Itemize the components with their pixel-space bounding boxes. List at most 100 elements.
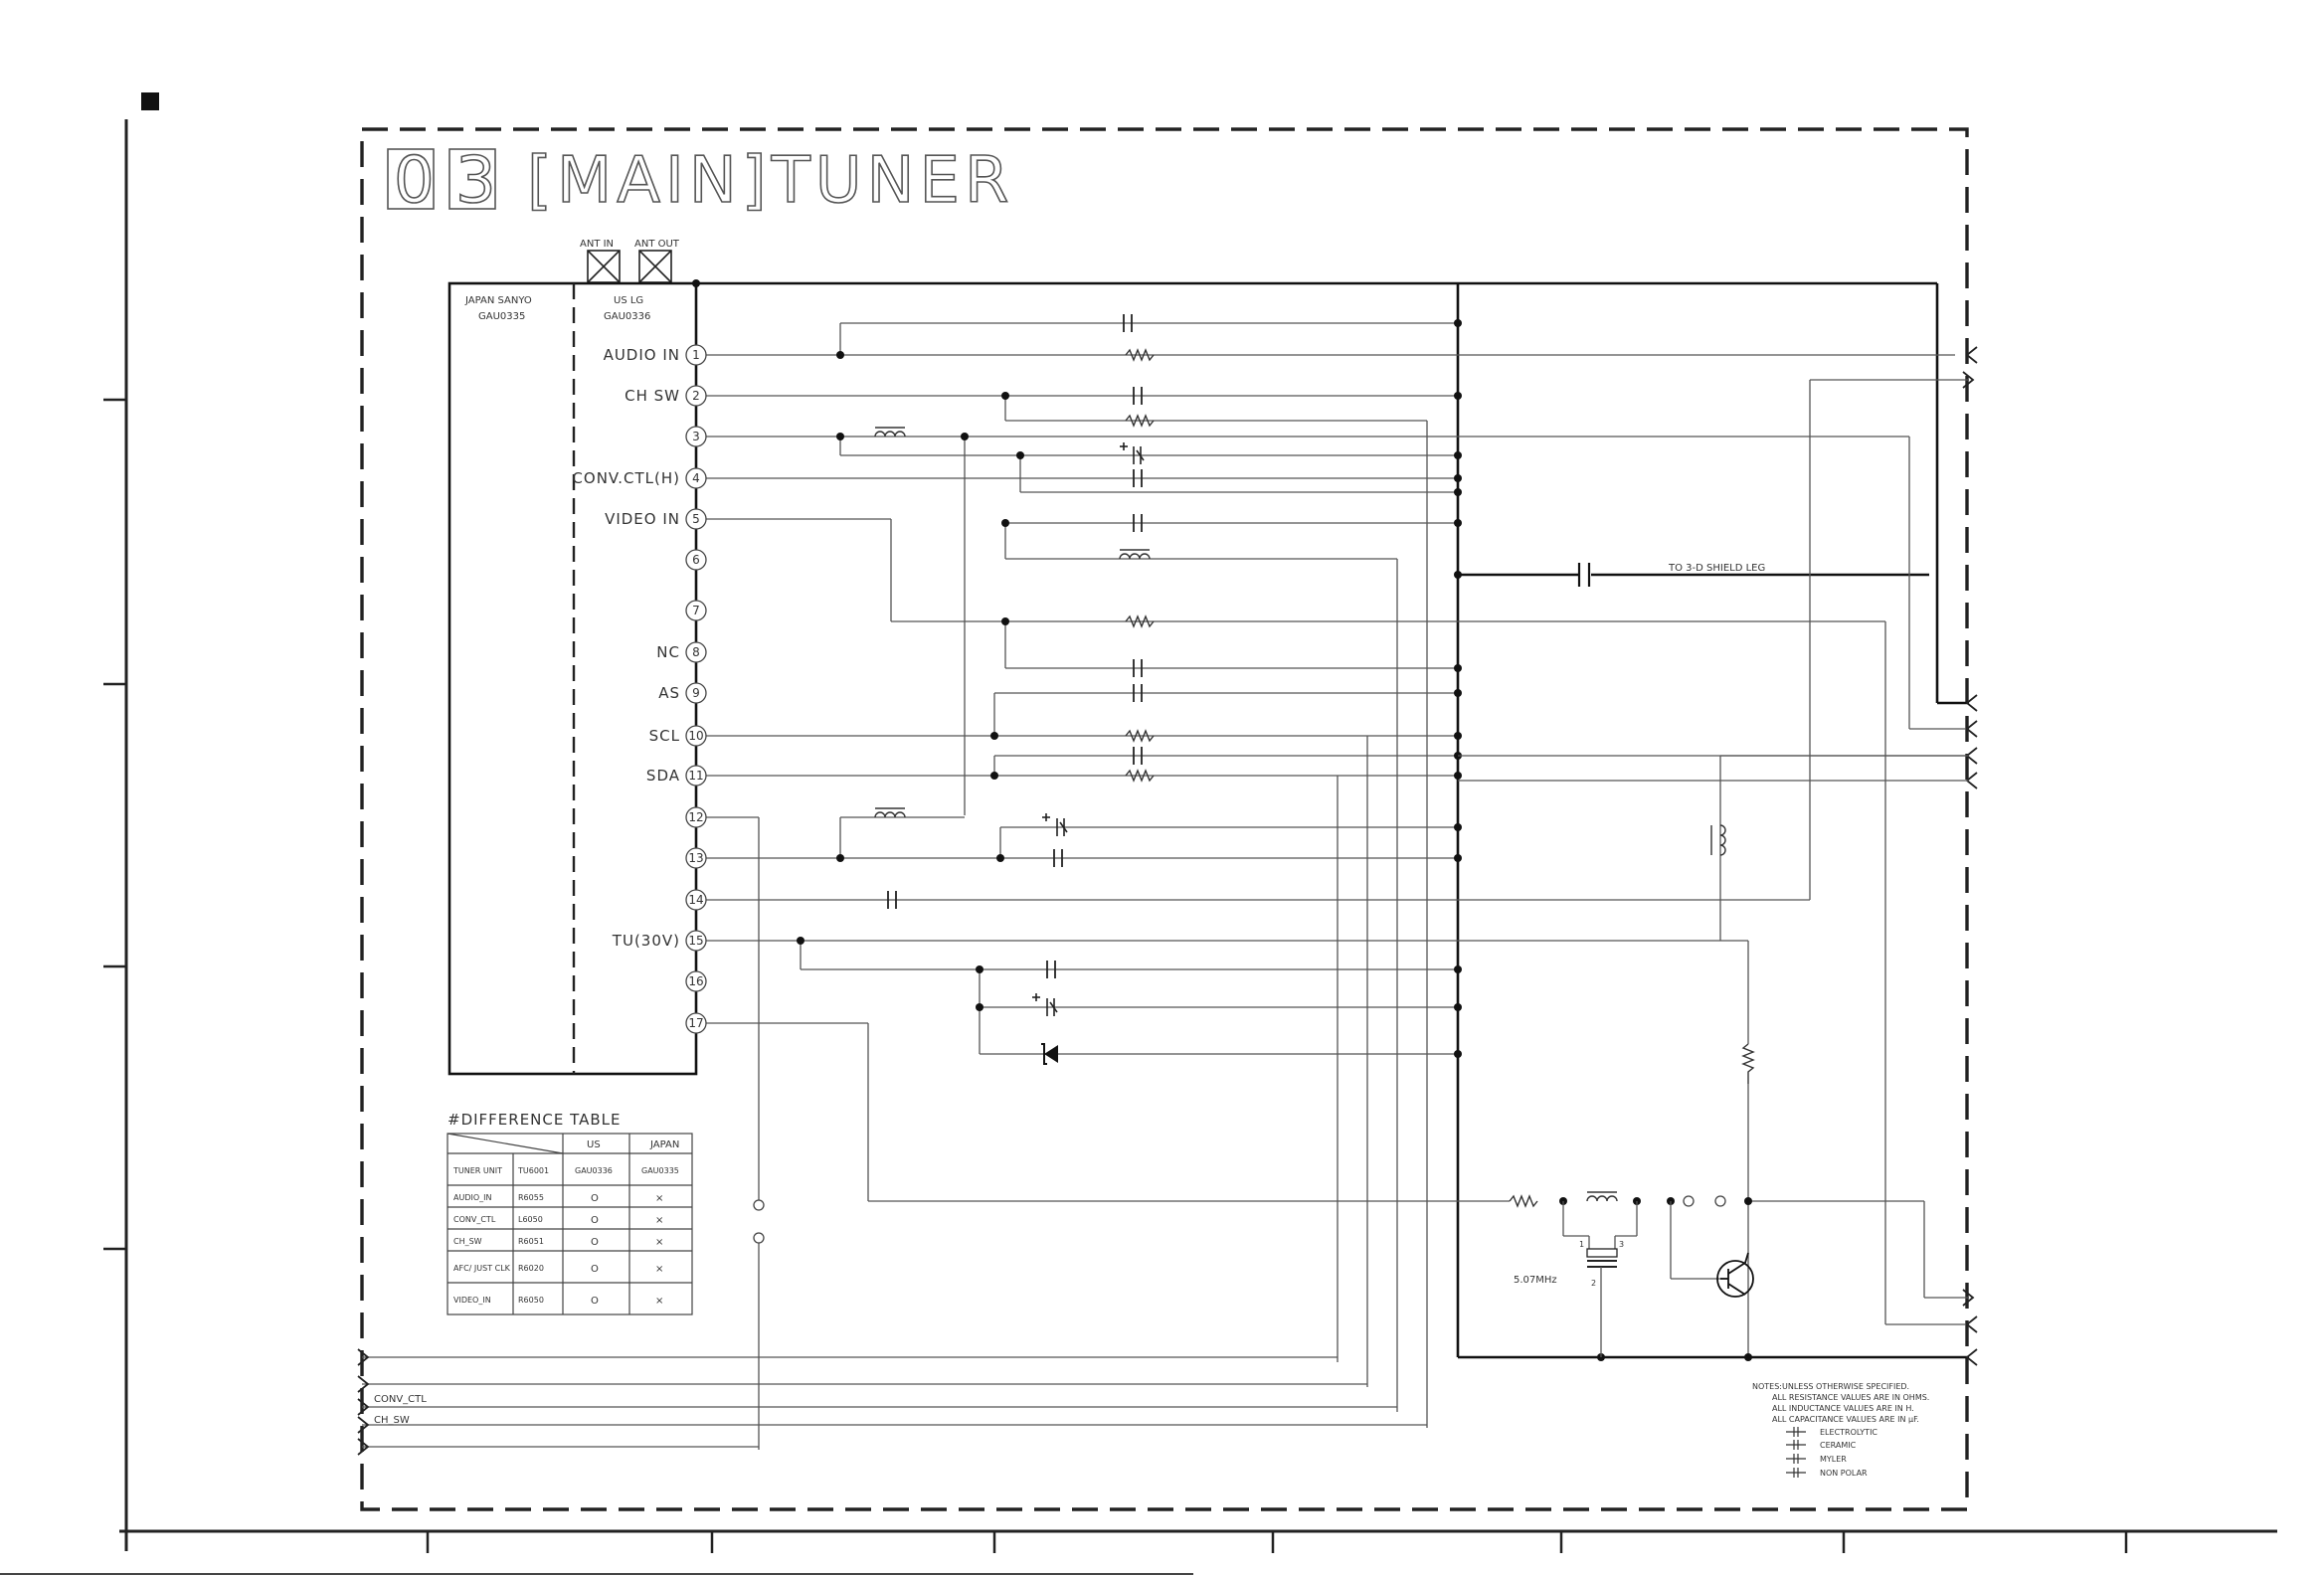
svg-text:5: 5 xyxy=(692,512,700,526)
tuner-us-label: US LG xyxy=(614,295,643,306)
legend-ceramic: CERAMIC xyxy=(1820,1441,1857,1450)
electrolytic-capacitors xyxy=(1032,442,1145,1016)
diff-col-japan: JAPAN xyxy=(649,1139,679,1150)
right-offpage-wires xyxy=(1458,755,1969,782)
svg-text:15: 15 xyxy=(688,934,703,948)
legend-myler: MYLER xyxy=(1820,1455,1847,1464)
difference-table xyxy=(447,1133,693,1315)
pin-label-conv-ctl: CONV.CTL(H) xyxy=(572,469,680,487)
svg-text:10: 10 xyxy=(688,729,703,743)
tuner-pin-4: 4 xyxy=(685,467,707,489)
shield-capacitor xyxy=(1577,563,1591,587)
diff-row-4-col-2: R6051 xyxy=(518,1237,544,1246)
tuner-pin-12: 12 xyxy=(685,806,707,828)
notes: NOTES:UNLESS OTHERWISE SPECIFIED. ALL RE… xyxy=(1752,1382,1929,1478)
diff-row-1-col-1: TUNER UNIT xyxy=(452,1166,502,1175)
svg-text:7: 7 xyxy=(692,604,700,617)
tuner-pin-14: 14 xyxy=(685,889,707,911)
bottom-signal-ch-sw: CH_SW xyxy=(374,1415,410,1426)
pin-label-audio-in: AUDIO IN xyxy=(604,346,680,364)
legend-electrolytic: ELECTROLYTIC xyxy=(1820,1428,1877,1437)
diff-row-2-col-4: × xyxy=(655,1193,663,1204)
diff-row-1-col-2: TU6001 xyxy=(517,1166,549,1175)
svg-text:16: 16 xyxy=(688,974,703,988)
left-offpage-connectors xyxy=(357,1348,370,1456)
tuner-pin-16: 16 xyxy=(685,970,707,992)
sheet-title: [MAIN]TUNER xyxy=(527,144,1013,218)
notes-line-resistance: ALL RESISTANCE VALUES ARE IN OHMS. xyxy=(1772,1393,1929,1402)
ant-in-label: ANT IN xyxy=(580,239,614,250)
svg-text:11: 11 xyxy=(688,769,703,783)
signal-wiring xyxy=(362,322,1969,1450)
notes-header: NOTES:UNLESS OTHERWISE SPECIFIED. xyxy=(1752,1382,1909,1391)
tuner-pin-6: 6 xyxy=(685,549,707,571)
diff-row-4-col-1: CH_SW xyxy=(453,1237,482,1246)
tuner-pin-8: 8 xyxy=(685,641,707,663)
sheet-number-digit-1: 0 xyxy=(394,144,440,218)
svg-text:12: 12 xyxy=(688,810,703,824)
diff-row-6-col-2: R6050 xyxy=(518,1296,544,1305)
tuner-japan-part: GAU0335 xyxy=(478,311,525,322)
tuner-us-part: GAU0336 xyxy=(604,311,650,322)
crystal-frequency: 5.07MHz xyxy=(1514,1275,1557,1286)
diff-row-3-col-4: × xyxy=(655,1215,663,1226)
notes-line-inductance: ALL INDUCTANCE VALUES ARE IN H. xyxy=(1772,1404,1914,1413)
diff-row-3-col-3: O xyxy=(591,1215,599,1226)
crystal-pin-1: 1 xyxy=(1579,1240,1584,1249)
diff-row-5-col-3: O xyxy=(591,1264,599,1275)
block-dashed-border xyxy=(360,127,1969,1511)
diff-row-6-col-3: O xyxy=(591,1296,599,1307)
resistors xyxy=(1125,348,1755,1208)
tuner-pin-15: 15 xyxy=(685,930,707,952)
diff-row-5-col-1: AFC/ JUST CLK xyxy=(453,1264,511,1273)
diff-row-2-col-1: AUDIO_IN xyxy=(453,1193,492,1202)
pin-label-video-in: VIDEO IN xyxy=(605,510,680,528)
shield-leg-label: TO 3-D SHIELD LEG xyxy=(1668,563,1765,574)
crystal-pin-2: 2 xyxy=(1591,1279,1596,1288)
tuner-pins: 1 2 3 4 5 6 7 8 9 10 11 12 13 14 15 16 1… xyxy=(685,344,707,1034)
ant-out-label: ANT OUT xyxy=(634,239,680,250)
pin-label-nc: NC xyxy=(656,643,680,661)
junction-dots xyxy=(692,279,1752,1361)
pin-label-ch-sw: CH SW xyxy=(625,387,680,405)
ant-in-connector xyxy=(587,250,621,283)
pin-label-tu-30v: TU(30V) xyxy=(612,932,680,950)
diff-row-5-col-4: × xyxy=(655,1264,663,1275)
notes-legend-symbols xyxy=(1786,1427,1806,1478)
tuner-pin-17: 17 xyxy=(685,1012,707,1034)
svg-text:4: 4 xyxy=(692,471,700,485)
zener-diode xyxy=(1041,1043,1058,1065)
tuner-pin-9: 9 xyxy=(685,682,707,704)
test-points xyxy=(753,1195,1726,1244)
tuner-pin-13: 13 xyxy=(685,847,707,869)
crystal-network xyxy=(1562,1201,1720,1357)
inductors xyxy=(874,427,1726,1202)
svg-text:6: 6 xyxy=(692,553,700,567)
right-offpage-connectors xyxy=(1962,346,1978,1366)
svg-text:17: 17 xyxy=(688,1016,703,1030)
svg-text:14: 14 xyxy=(688,893,703,907)
sheet-number: 0 3 xyxy=(387,143,501,219)
pin-label-scl: SCL xyxy=(649,727,680,745)
main-bus-wiring xyxy=(696,281,1969,1359)
diff-row-2-col-2: R6055 xyxy=(518,1193,544,1202)
capacitors xyxy=(887,314,1143,978)
tuner-pin-10: 10 xyxy=(685,725,707,747)
tuner-pin-11: 11 xyxy=(685,765,707,787)
diff-row-4-col-3: O xyxy=(591,1237,599,1248)
svg-text:1: 1 xyxy=(692,348,700,362)
crystal-pin-3: 3 xyxy=(1619,1240,1624,1249)
tuner-pin-5: 5 xyxy=(685,508,707,530)
diff-row-3-col-1: CONV_CTL xyxy=(453,1215,496,1224)
sheet-number-digit-2: 3 xyxy=(455,144,501,218)
diff-row-3-col-2: L6050 xyxy=(518,1215,543,1224)
diff-col-us: US xyxy=(587,1139,601,1150)
frame-ticks xyxy=(103,398,2128,1553)
ant-out-connector xyxy=(638,250,672,283)
diff-row-1-col-3: GAU0336 xyxy=(575,1166,613,1175)
pin-label-sda: SDA xyxy=(646,767,680,785)
tuner-pin-3: 3 xyxy=(685,426,707,447)
difference-table-title: #DIFFERENCE TABLE xyxy=(447,1111,622,1129)
tuner-pin-labels: AUDIO IN CH SW CONV.CTL(H) VIDEO IN NC A… xyxy=(572,346,680,950)
